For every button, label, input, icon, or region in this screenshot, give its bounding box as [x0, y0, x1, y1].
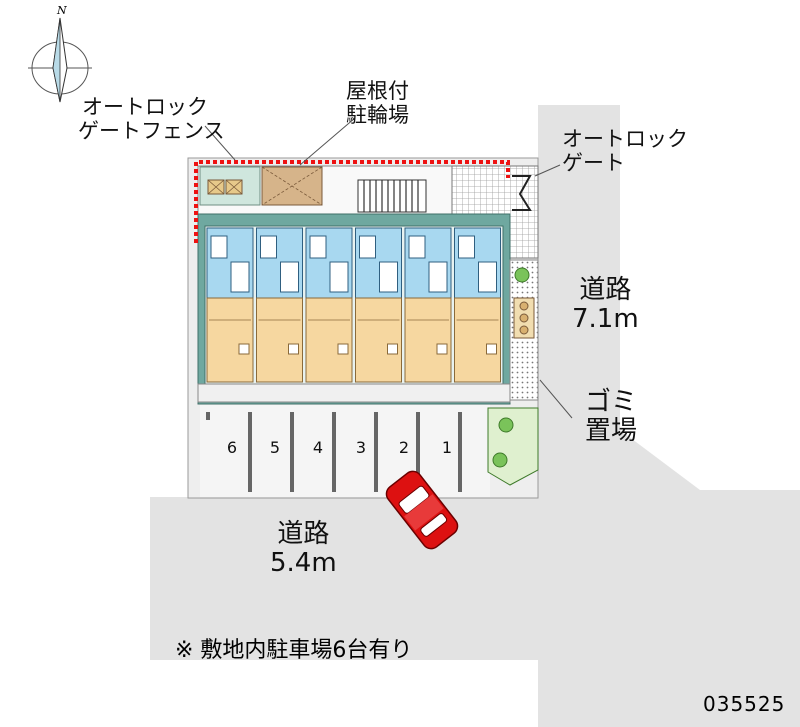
compass-icon	[28, 17, 92, 103]
auto-lock-gate-label-line1: オートロック	[562, 127, 688, 151]
east-road-width: 7.1m	[572, 304, 639, 335]
road-corner	[520, 590, 560, 660]
auto-lock-gate-label: オートロック ゲート	[562, 127, 688, 175]
south-road-label: 道路 5.4m	[270, 519, 337, 579]
roof-bike-label-line1: 屋根付	[346, 79, 409, 103]
east-road-label: 道路 7.1m	[572, 275, 639, 335]
apartment-unit	[256, 227, 303, 383]
garbage-area-label: ゴミ 置場	[585, 387, 638, 447]
parking-stall-number: 3	[355, 438, 367, 457]
property-code: 035525	[703, 692, 786, 716]
garbage-label-line2: 置場	[585, 416, 638, 447]
parking-stall-number: 4	[312, 438, 324, 457]
garbage-label-line1: ゴミ	[585, 387, 638, 417]
stairs	[357, 179, 427, 213]
parking-stall-number: 6	[226, 438, 238, 457]
roof-bike-label-line2: 駐輪場	[346, 102, 409, 127]
east-road-name: 道路	[579, 275, 632, 305]
auto-lock-fence-label-line2: ゲートフェンス	[78, 118, 225, 143]
planting-bed	[487, 407, 539, 486]
auto-lock-fence-label: オートロック ゲートフェンス	[78, 95, 225, 143]
south-road-name: 道路	[277, 519, 330, 549]
auto-lock-fence-label-line1: オートロック	[82, 95, 208, 119]
parking-stall-lines	[206, 412, 462, 492]
apartment-unit	[404, 227, 452, 383]
shrub	[514, 267, 530, 283]
auto-lock-fence	[194, 160, 510, 243]
east-road	[538, 105, 800, 727]
gate-door	[512, 175, 532, 211]
south-road-width: 5.4m	[270, 548, 337, 579]
parking-stall-number: 1	[441, 438, 453, 457]
car-icon	[385, 470, 459, 550]
parking-stall-number: 5	[269, 438, 281, 457]
parking-note: ※ 敷地内駐車場6台有り	[175, 638, 413, 663]
apartment-unit	[454, 227, 501, 383]
roof-bike-label: 屋根付 駐輪場	[346, 79, 409, 127]
apartment-unit	[305, 227, 353, 383]
apartment-unit	[355, 227, 402, 383]
leader-lines	[204, 117, 573, 419]
apartment-units	[206, 227, 501, 383]
compass-north-label: N	[57, 4, 67, 17]
auto-lock-gate-label-line2: ゲート	[562, 150, 625, 175]
parking-stall-number: 2	[398, 438, 410, 457]
apartment-unit	[206, 227, 254, 383]
